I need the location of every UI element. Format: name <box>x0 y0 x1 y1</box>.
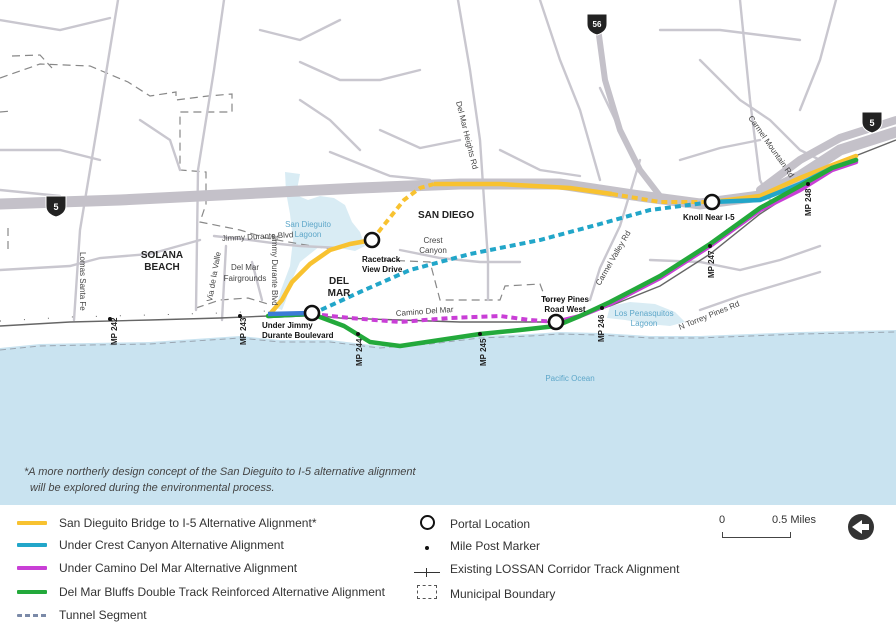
shoreline-dash <box>0 331 896 351</box>
tunnel-swatch <box>17 613 47 617</box>
san-dieguito-tunnel-2 <box>611 192 712 204</box>
mp-242-label: MP 242 <box>110 317 119 345</box>
mp-246-label: MP 246 <box>597 314 606 342</box>
san-diego-label: SAN DIEGO <box>418 210 474 221</box>
san-dieguito-lagoon-label-2: Lagoon <box>295 230 322 239</box>
svg-text:5: 5 <box>53 202 58 212</box>
svg-text:5: 5 <box>869 118 874 128</box>
legend-municipal: Municipal Boundary <box>412 585 555 602</box>
mile-post-dots <box>108 182 810 336</box>
svg-text:56: 56 <box>593 20 602 29</box>
mp-247-label: MP 247 <box>707 250 716 278</box>
mp-244-label: MP 244 <box>355 338 364 366</box>
crest-canyon-label-2: Canyon <box>419 246 447 255</box>
legend-san-dieguito-label: San Dieguito Bridge to I-5 Alternative A… <box>59 516 317 530</box>
mp-243-label: MP 243 <box>239 317 248 345</box>
los-penasquitos-label-2: Lagoon <box>631 319 658 328</box>
i5-shield-west: 5 <box>45 195 67 218</box>
via-de-la-valle-label: Via de la Valle <box>205 251 223 303</box>
legend-del-mar-bluffs-label: Del Mar Bluffs Double Track Reinforced A… <box>59 585 385 599</box>
carmel-mountain-label: Carmel Mountain Rd <box>746 114 795 179</box>
crest-canyon-tunnel <box>311 200 713 316</box>
del-mar-fairgrounds-1: Del Mar <box>231 263 259 272</box>
del-mar-bluffs-swatch <box>17 590 47 594</box>
racetrack-label-2: View Drive <box>362 265 403 274</box>
camino-del-mar-label: Camino Del Mar <box>396 305 455 318</box>
municipal-boundaries <box>0 54 560 309</box>
legend-portal: Portal Location <box>412 515 530 533</box>
legend-municipal-label: Municipal Boundary <box>450 586 556 601</box>
san-dieguito-lagoon <box>276 172 365 310</box>
legend-del-mar-bluffs: Del Mar Bluffs Double Track Reinforced A… <box>17 585 385 599</box>
legend-camino-del-mar: Under Camino Del Mar Alternative Alignme… <box>17 561 297 575</box>
jimmy-durante-blvd-label: Jimmy Durante Blvd <box>222 230 294 243</box>
crest-canyon-label-1: Crest <box>423 236 443 245</box>
portal-racetrack <box>363 231 381 249</box>
track-icon <box>412 562 442 577</box>
i5-shield-east: 5 <box>861 111 883 134</box>
legend-tunnel-label: Tunnel Segment <box>59 608 147 622</box>
crest-canyon-swatch <box>17 543 47 547</box>
racetrack-label-1: Racetrack <box>362 255 401 264</box>
scale-bar-line <box>722 532 791 538</box>
footnote-line-1: *A more northerly design concept of the … <box>24 466 416 478</box>
legend-crest-canyon-label: Under Crest Canyon Alternative Alignment <box>59 538 284 552</box>
sr56-road <box>595 25 663 199</box>
jimmy-label-1: Under Jimmy <box>262 321 313 330</box>
san-dieguito-swatch <box>17 521 47 525</box>
san-dieguito-solid-west <box>267 237 375 317</box>
del-mar-label-2: MAR <box>328 288 352 299</box>
solana-beach-label-2: BEACH <box>144 262 180 273</box>
scale-bar: 0 0.5 Miles <box>718 513 830 553</box>
solana-beach-label-1: SOLANA <box>141 250 183 261</box>
pacific-ocean-label: Pacific Ocean <box>545 374 594 383</box>
legend-portal-label: Portal Location <box>450 517 531 531</box>
legend-mile-post: Mile Post Marker <box>412 539 540 553</box>
scale-start-label: 0 <box>719 514 726 526</box>
torrey-label-2: Road West <box>544 305 586 314</box>
portals <box>303 193 721 331</box>
torrey-label-1: Torrey Pines <box>541 295 589 304</box>
legend-existing-track: Existing LOSSAN Corridor Track Alignment <box>412 562 680 577</box>
mile-post-icon <box>412 539 442 553</box>
knoll-label: Knoll Near I-5 <box>683 213 735 222</box>
los-penasquitos-label-1: Los Penasquitos <box>614 309 673 318</box>
scale-end-label: 0.5 Miles <box>772 514 817 526</box>
san-dieguito-solid-mid <box>434 181 613 197</box>
portal-torrey-pines <box>547 313 565 331</box>
san-dieguito-solid-east <box>709 153 859 205</box>
legend-tunnel: Tunnel Segment <box>17 608 147 622</box>
pacific-ocean-area <box>0 330 896 505</box>
camino-del-mar-swatch <box>17 566 47 570</box>
n-torrey-pines-label: N Torrey Pines Rd <box>677 299 740 332</box>
north-arrow-icon <box>848 514 874 540</box>
legend: San Dieguito Bridge to I-5 Alternative A… <box>0 505 896 641</box>
lomas-santa-fe-label: Lomas Santa Fe <box>78 252 87 311</box>
legend-mile-post-label: Mile Post Marker <box>450 539 541 553</box>
jimmy-durante-blvd-label-2: Jimmy Durante Blvd <box>270 234 279 306</box>
del-mar-label-1: DEL <box>329 276 349 287</box>
portal-jimmy-durante <box>303 304 321 322</box>
footnote-line-2: will be explored during the environmenta… <box>30 482 275 494</box>
municipal-boundary-icon <box>412 585 442 602</box>
mp-245-label: MP 245 <box>479 338 488 366</box>
jimmy-label-2: Durante Boulevard <box>262 331 334 340</box>
san-dieguito-tunnel <box>370 182 435 242</box>
portal-icon <box>412 515 442 533</box>
sr56-shield: 56 <box>586 13 608 36</box>
legend-crest-canyon: Under Crest Canyon Alternative Alignment <box>17 538 284 552</box>
del-mar-fairgrounds-2: Fairgrounds <box>224 274 267 283</box>
legend-camino-del-mar-label: Under Camino Del Mar Alternative Alignme… <box>59 561 298 575</box>
legend-existing-track-label: Existing LOSSAN Corridor Track Alignment <box>450 562 680 576</box>
map: MP 242 MP 243 MP 244 MP 245 MP 246 MP 24… <box>0 0 896 505</box>
existing-track <box>0 139 896 327</box>
mp-248-label: MP 248 <box>804 188 813 216</box>
portal-knoll <box>703 193 721 211</box>
los-penasquitos-lagoon <box>607 302 685 326</box>
san-dieguito-lagoon-label-1: San Dieguito <box>285 220 331 229</box>
i5-freeway <box>0 126 896 210</box>
legend-san-dieguito: San Dieguito Bridge to I-5 Alternative A… <box>17 516 316 530</box>
